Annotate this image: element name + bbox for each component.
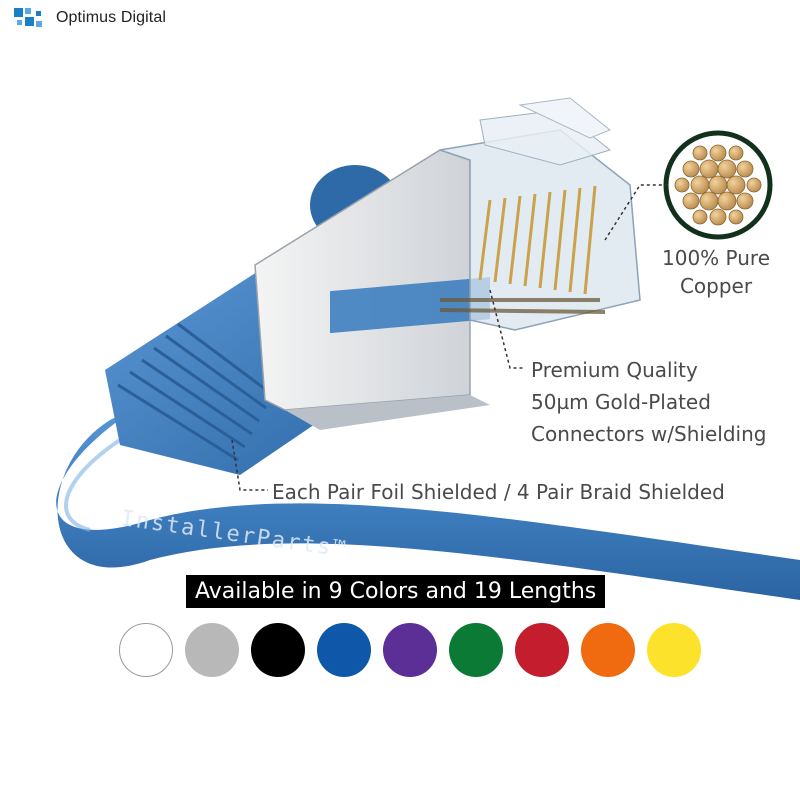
color-swatch-row (119, 623, 701, 677)
color-swatch-yellow[interactable] (647, 623, 701, 677)
color-swatch-gray[interactable] (185, 623, 239, 677)
copper-callout-line-2: Copper (679, 274, 753, 298)
availability-banner: Available in 9 Colors and 19 Lengths (186, 575, 606, 608)
color-swatch-purple[interactable] (383, 623, 437, 677)
gold-pins (478, 185, 597, 295)
color-swatch-black[interactable] (251, 623, 305, 677)
metal-shield (254, 149, 490, 430)
copper-strand-inset (663, 130, 773, 240)
callout-leaders (231, 184, 668, 491)
copper-callout: 100% Pure Copper (662, 244, 770, 300)
wire-conductors (439, 298, 606, 314)
color-swatch-blue[interactable] (317, 623, 371, 677)
color-swatch-red[interactable] (515, 623, 569, 677)
connector-callout-line-3: Connectors w/Shielding (531, 422, 767, 446)
brand-logo: Optimus Digital (12, 4, 166, 32)
clear-plug-body (439, 97, 641, 331)
connector-callout-line-2: 50µm Gold-Plated (531, 390, 711, 414)
connector-callout: Premium Quality 50µm Gold-Plated Connect… (531, 354, 766, 450)
color-swatch-white[interactable] (119, 623, 173, 677)
brand-name: Optimus Digital (56, 9, 166, 26)
shielding-callout: Each Pair Foil Shielded / 4 Pair Braid S… (272, 480, 725, 504)
pixel-square-logo-icon (14, 8, 42, 27)
color-swatch-orange[interactable] (581, 623, 635, 677)
connector-callout-line-1: Premium Quality (531, 358, 698, 382)
copper-callout-line-1: 100% Pure (662, 246, 771, 270)
color-swatch-green[interactable] (449, 623, 503, 677)
